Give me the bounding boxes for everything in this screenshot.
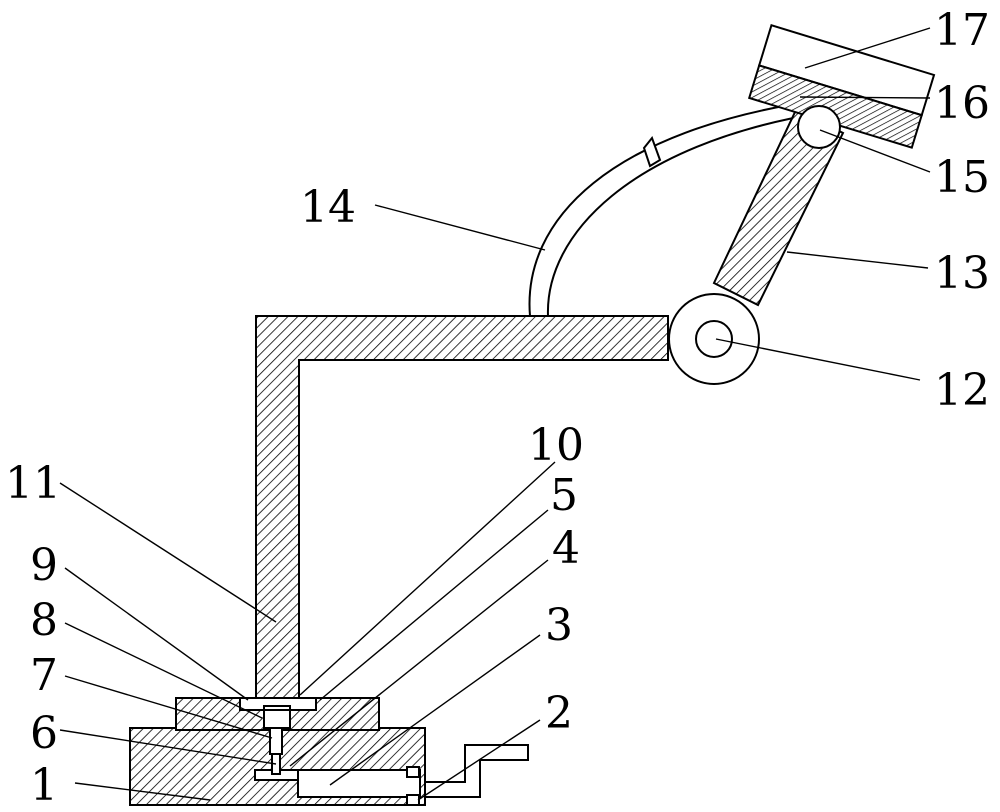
label-9: 9 xyxy=(30,540,58,591)
leader-5 xyxy=(319,509,549,701)
label-13: 13 xyxy=(934,248,990,299)
label-2: 2 xyxy=(545,688,573,739)
base-channel xyxy=(297,769,421,798)
leader-4 xyxy=(289,559,549,767)
label-16: 16 xyxy=(934,78,990,129)
leader-3 xyxy=(329,634,541,786)
leader-2 xyxy=(417,719,541,801)
leader-9 xyxy=(64,567,249,701)
label-14: 14 xyxy=(300,182,356,233)
leader-8 xyxy=(64,622,263,719)
leader-7 xyxy=(64,675,273,739)
label-11: 11 xyxy=(5,458,61,509)
label-6: 6 xyxy=(30,708,58,759)
guide-sleeve xyxy=(642,135,662,168)
label-10: 10 xyxy=(528,420,584,471)
latch-bolt-lower xyxy=(406,794,420,806)
label-8: 8 xyxy=(30,595,58,646)
label-5: 5 xyxy=(550,470,578,521)
leader-15 xyxy=(819,129,931,173)
leader-12 xyxy=(715,338,921,381)
label-17: 17 xyxy=(934,5,990,56)
curved-guide-outer xyxy=(528,99,821,317)
pivot-joint-inner xyxy=(695,320,733,358)
leader-11 xyxy=(59,482,277,623)
label-7: 7 xyxy=(30,650,58,701)
leader-6 xyxy=(59,729,277,765)
leader-14 xyxy=(374,204,546,251)
leader-13 xyxy=(786,251,929,269)
label-15: 15 xyxy=(934,152,990,203)
label-12: 12 xyxy=(934,365,990,416)
leader-10 xyxy=(299,461,556,696)
bolt-shaft xyxy=(269,727,283,755)
l-support-arm xyxy=(255,315,669,699)
roller xyxy=(797,105,841,149)
latch-bracket xyxy=(424,744,529,798)
label-4: 4 xyxy=(552,523,580,574)
curved-guide-inner xyxy=(546,112,821,317)
label-1: 1 xyxy=(30,760,58,811)
label-3: 3 xyxy=(545,600,573,651)
leader-17 xyxy=(804,27,931,69)
leader-1 xyxy=(74,782,211,801)
latch-bolt-upper xyxy=(406,766,420,778)
leader-16 xyxy=(799,96,931,99)
